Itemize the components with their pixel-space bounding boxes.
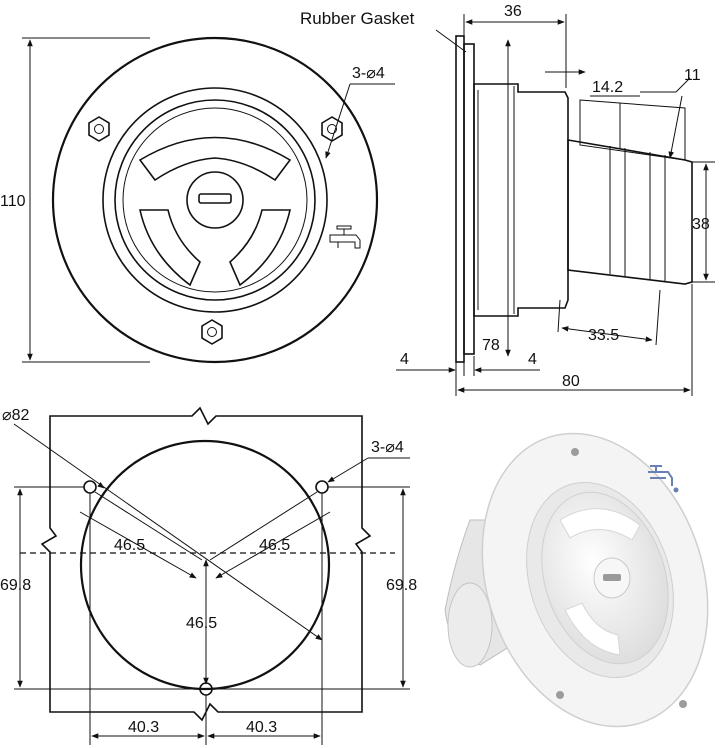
cutout-circle [79,439,331,691]
gasket-label: Rubber Gasket [300,9,415,28]
faucet-icon [329,225,361,249]
photo-screw-right-icon [679,700,687,708]
lock-circle [186,171,244,229]
side-4-right-dim: 4 [528,351,537,368]
photo-screw-top-icon [571,448,579,456]
cut-diameter-dim: ⌀82 [2,407,30,424]
side-80-dim: 80 [562,373,580,390]
hole-left-icon [83,480,97,494]
photo-handle-top [559,508,641,541]
front-hole-dim: 3-⌀4 [352,65,385,82]
side-33-5-dim: 33.5 [588,327,619,344]
product-photo [444,432,709,728]
hole-right-icon [315,480,329,494]
cut-40-3-right-dim: 40.3 [246,719,277,736]
handle-top-lobe [138,136,292,182]
side-width-top-dim: 36 [504,3,522,20]
handle-left-lobe [139,209,201,287]
side-4-left-dim: 4 [400,351,409,368]
side-78-dim: 78 [482,337,500,354]
cut-46-5-right-dim: 46.5 [259,537,290,554]
side-14-2-dim: 14.2 [592,79,623,96]
front-view: 110 3-⌀4 [0,36,395,364]
side-11-dim: 11 [684,67,701,84]
photo-key-slot-icon [603,574,621,581]
vent-block [579,99,686,161]
photo-spout-ring [447,582,493,668]
flange-plate [455,35,465,363]
cut-46-5-left-dim: 46.5 [114,537,145,554]
cap-ring [114,99,316,301]
hose-spout [567,139,693,285]
cut-69-8-right-dim: 69.8 [386,577,417,594]
photo-screw-bottom-icon [556,691,564,699]
mount-screw-top-left-icon [88,116,110,142]
handle-right-lobe [229,209,291,287]
cut-40-3-left-dim: 40.3 [128,719,159,736]
cutout-border [40,406,372,722]
opening-circle [102,87,328,313]
side-38-dim: 38 [692,216,710,233]
mount-screw-top-right-icon [321,116,343,142]
flange-outer-circle [51,36,379,364]
rubber-gasket [463,43,475,355]
key-slot-icon [198,193,232,204]
cut-69-8-left-dim: 69.8 [0,577,31,594]
cut-hole-dim: 3-⌀4 [371,439,404,456]
mount-screw-bottom-icon [201,319,223,345]
photo-faucet-icon [648,465,679,493]
photo-handle-bottom [564,602,621,656]
housing-body [473,83,569,317]
front-height-dim: 110 [0,193,26,210]
cap-inner-ring [122,107,308,293]
side-view: Rubber Gasket 36 14.2 11 38 33.5 78 4 [300,3,715,396]
cutout-template: ⌀82 3-⌀4 46.5 46.5 46.5 69.8 69.8 40.3 [0,406,417,745]
cut-46-5-center-dim: 46.5 [186,615,217,632]
